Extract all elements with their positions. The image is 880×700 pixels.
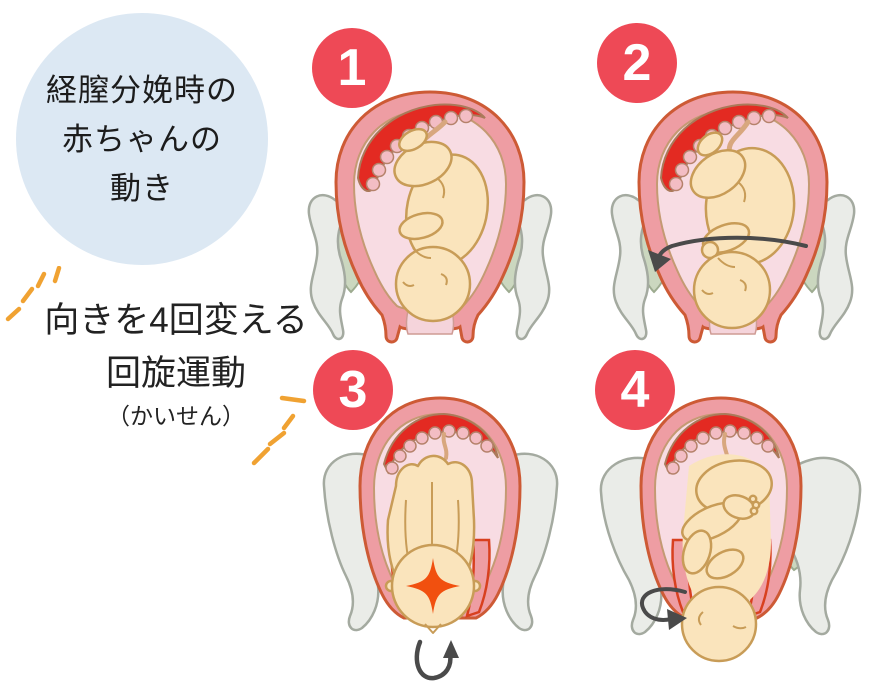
title-line-1: 経膣分娩時の [46, 72, 238, 108]
title-line-2: 赤ちゃんの [62, 121, 222, 157]
illustration-step-3 [318, 390, 563, 695]
annotation-line-1: 向きを4回変える [44, 301, 308, 340]
rotation-arrow-icon [639, 587, 687, 630]
fetus [680, 454, 773, 663]
fontanelle-star-icon [406, 558, 460, 614]
placenta [382, 412, 499, 475]
sparkle-icon [2, 266, 74, 338]
illustration-step-2 [598, 78, 868, 360]
fetus [393, 127, 490, 323]
annotation-line-2: 回旋運動 [105, 354, 246, 393]
title-line-3: 動き [110, 170, 174, 206]
rotation-arrow-icon [648, 235, 808, 272]
sparkle-icon [240, 386, 315, 471]
step-2-badge: 2 [597, 23, 677, 103]
illustration-step-4 [593, 392, 868, 680]
placenta [663, 412, 780, 475]
illustration-step-1 [295, 78, 565, 360]
step-4-badge: 4 [595, 350, 675, 430]
step-3-badge: 3 [313, 350, 393, 430]
turn-arrow-icon [414, 639, 459, 681]
annotation-line-3: （かいせん） [107, 403, 245, 429]
umbilical-cord [441, 432, 449, 460]
step-1-badge: 1 [312, 28, 392, 108]
fetus [689, 131, 796, 330]
title-bubble: 経膣分娩時の 赤ちゃんの 動き [16, 13, 268, 265]
rotation-annotation: 向きを4回変える 回旋運動 （かいせん） [0, 294, 352, 432]
